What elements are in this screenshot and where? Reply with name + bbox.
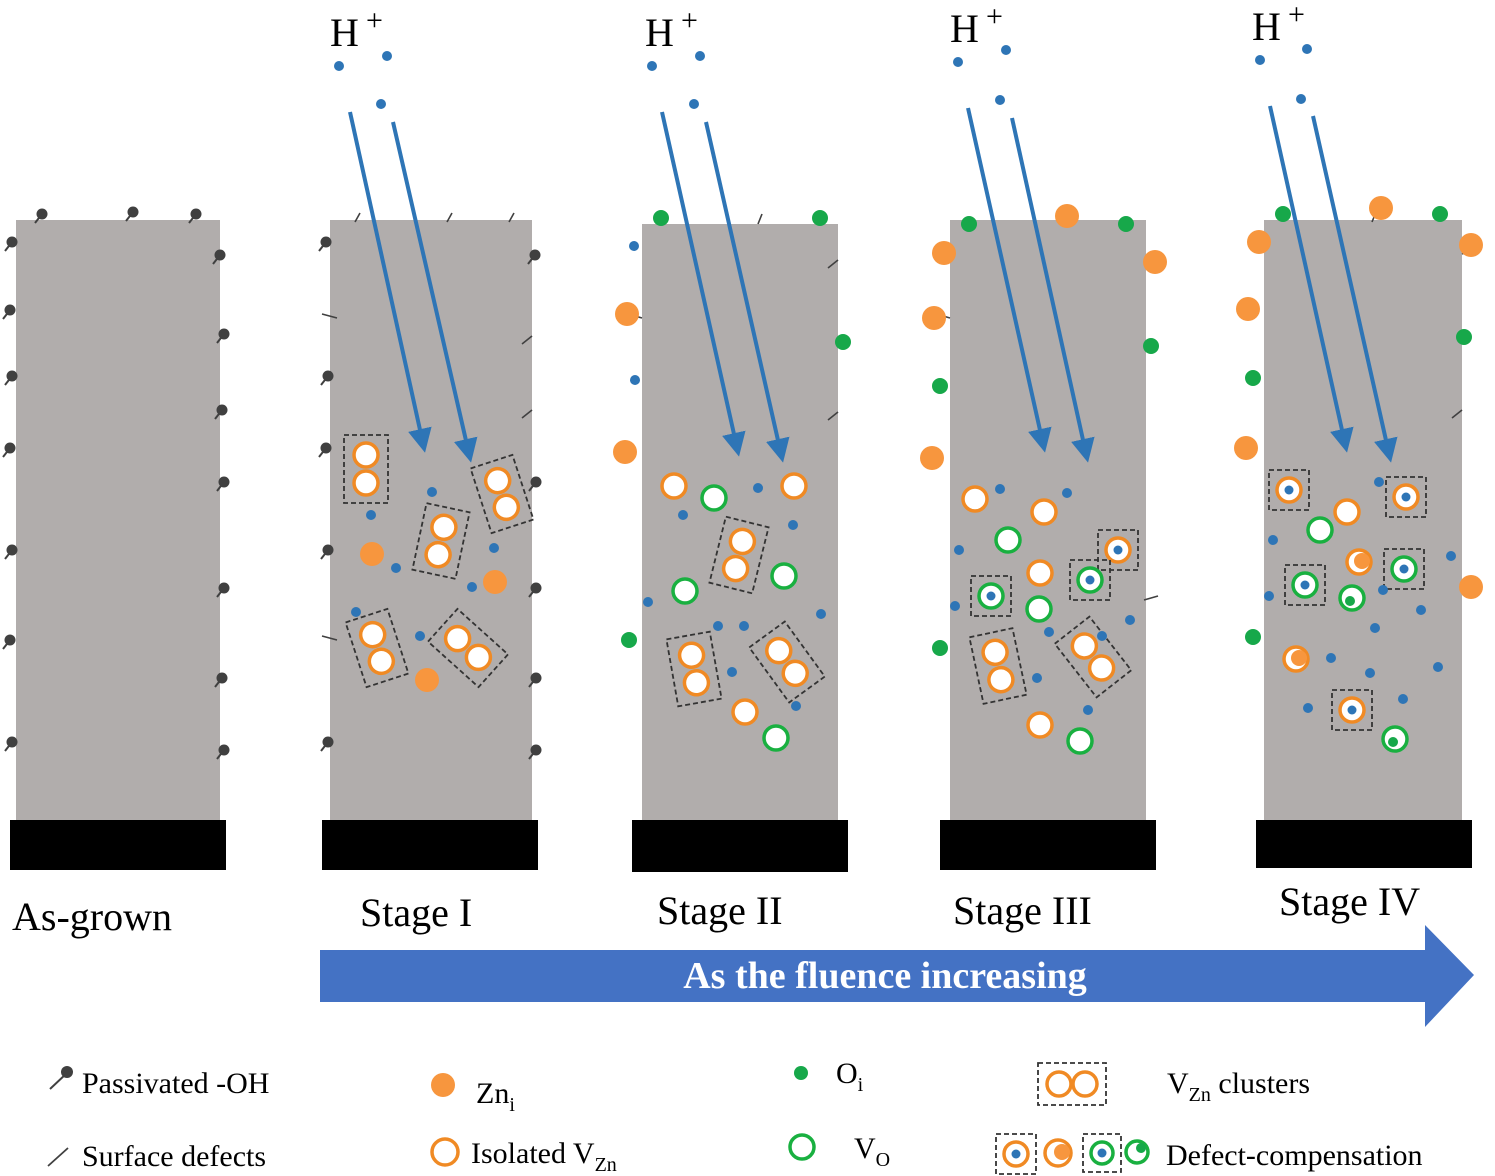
hydrogen-ion-beam: H + (950, 0, 1095, 463)
surface-defect-icon (47, 1147, 69, 1167)
legend-surface-defects: Surface defects (47, 1140, 266, 1173)
compensated-vo-icon (1082, 1133, 1122, 1173)
legend-label: Defect-compensation (1166, 1139, 1423, 1172)
interior-defects (950, 484, 1140, 755)
nanorod-body (642, 224, 838, 820)
stage-label: Stage III (953, 888, 1092, 933)
substrate-base (322, 820, 538, 870)
substrate-base (632, 820, 848, 872)
zn-interstitial-icon (431, 1073, 455, 1097)
legend-label: Passivated -OH (82, 1067, 269, 1100)
legend-passivated-oh: Passivated -OH (49, 1066, 269, 1100)
ion-symbol: H (330, 10, 359, 55)
legend-v-oxygen: VO (788, 1132, 890, 1171)
ion-symbol: H (645, 10, 674, 55)
v-oxygen-icon (788, 1133, 816, 1161)
legend-label: Surface defects (82, 1140, 266, 1173)
legend-o-interstitial: Oi (794, 1057, 864, 1096)
ion-charge: + (986, 0, 1003, 33)
hydrogen-ion-beam: H + (330, 4, 478, 463)
interior-defects (342, 433, 536, 692)
hydrogen-ion-beam: H + (1252, 0, 1398, 463)
stage-label: Stage II (657, 888, 783, 933)
ion-symbol: H (1252, 4, 1281, 49)
nanorod-body (330, 220, 532, 820)
vzn-cluster-icon (1037, 1062, 1107, 1106)
legend-label: Zni (476, 1077, 515, 1116)
legend-label: VO (854, 1132, 890, 1171)
legend-defect-compensation: Defect-compensation (995, 1133, 1423, 1175)
fluence-progress-arrow: As the fluence increasing (320, 925, 1474, 1027)
stage-label: Stage I (360, 890, 472, 935)
substrate-base (10, 820, 226, 870)
filled-vzn-icon (1043, 1138, 1073, 1168)
legend-label: VZn clusters (1167, 1067, 1310, 1106)
legend: Passivated -OH Surface defects Zni Isola… (47, 1057, 1423, 1176)
o-interstitial-icon (794, 1066, 808, 1080)
legend-isolated-vzn: Isolated VZn (430, 1137, 617, 1176)
legend-label: Isolated VZn (471, 1137, 617, 1176)
ion-symbol: H (950, 6, 979, 51)
substrate-base (940, 820, 1156, 870)
nanorod-body (1264, 220, 1462, 820)
arrow-shape (320, 925, 1474, 1027)
nanorod-body (16, 220, 220, 820)
filled-vo-icon (1124, 1139, 1150, 1165)
surface-defects (321, 212, 533, 641)
rod-stage-1: H + Stage I (318, 4, 543, 935)
surface-species (613, 210, 851, 648)
interior-defects (1264, 468, 1456, 753)
stage-label: Stage IV (1279, 879, 1420, 924)
surface-species (920, 204, 1167, 656)
ion-charge: + (681, 4, 698, 37)
arrow-label: As the fluence increasing (683, 955, 1087, 997)
stage-label: As-grown (12, 894, 172, 939)
rod-stage-2: H + St (613, 4, 851, 933)
ion-charge: + (366, 4, 383, 37)
hydrogen-ion-beam: H + (645, 4, 790, 463)
legend-zn-interstitial: Zni (431, 1073, 515, 1116)
substrate-base (1256, 820, 1472, 868)
surface-species (1234, 196, 1483, 645)
rod-stage-3: H + (920, 0, 1167, 933)
ion-charge: + (1288, 0, 1305, 31)
isolated-vzn-icon (430, 1137, 460, 1167)
interior-defects (643, 472, 827, 752)
legend-vzn-clusters: VZn clusters (1037, 1062, 1310, 1106)
rod-stage-4: H + (1234, 0, 1483, 924)
legend-label: Oi (836, 1057, 864, 1096)
rod-as-grown: As-grown (2, 205, 231, 939)
compensated-vzn-icon (995, 1133, 1037, 1175)
